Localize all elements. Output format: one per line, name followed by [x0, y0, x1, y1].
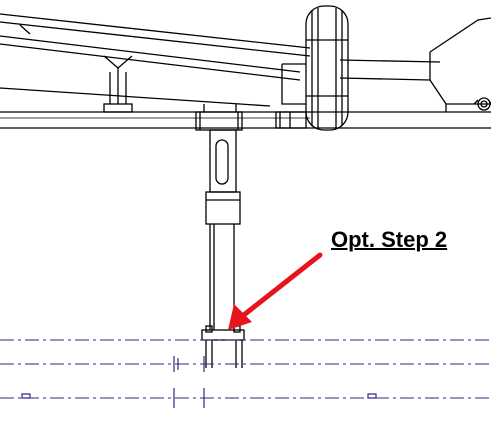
foot-plate: [201, 325, 245, 368]
callout-label: Opt. Step 2: [331, 227, 448, 252]
trailer-frame: [0, 13, 491, 129]
ground-markers: [21, 356, 377, 408]
vertical-jack-post: [195, 104, 243, 330]
leg-jack-stand: [103, 55, 133, 113]
tire: [275, 5, 349, 131]
ground-centerlines: [0, 339, 491, 399]
callout-arrow: [228, 252, 323, 330]
